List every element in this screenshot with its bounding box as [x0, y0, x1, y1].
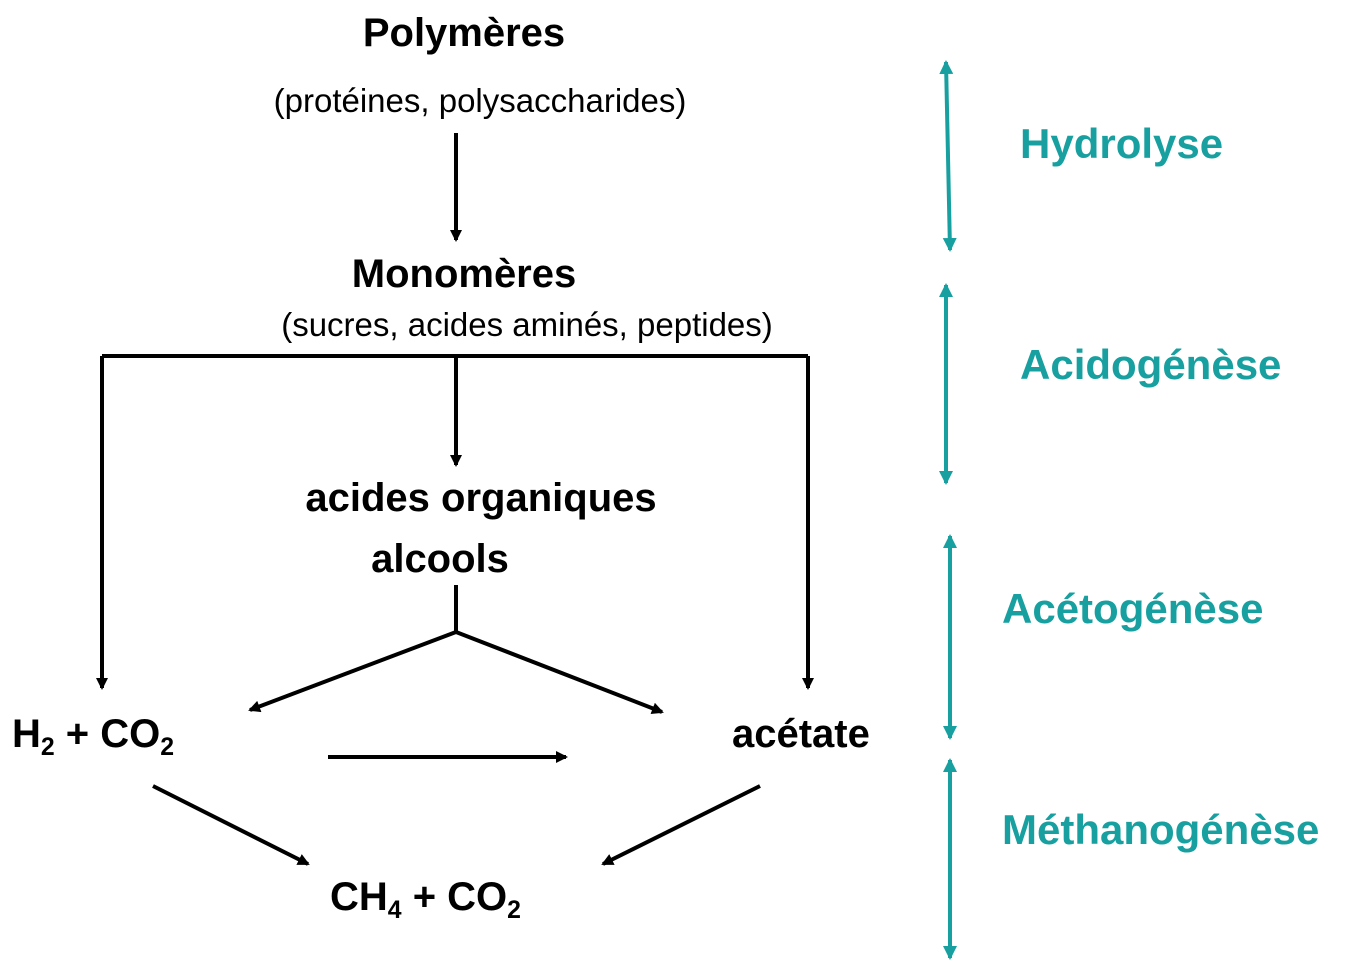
arrow-h2co2-to-ch4co2 [152, 784, 310, 866]
node-alcohols: alcools [371, 537, 509, 581]
phase-label-methanogenese: Méthanogénèse [1002, 806, 1320, 853]
node-monomers-subtitle: (sucres, acides aminés, peptides) [281, 306, 773, 343]
node-polymers-subtitle: (protéines, polysaccharides) [273, 82, 687, 119]
phase-range-arrow-hydrolyse [939, 60, 957, 252]
node-monomers-title: Monomères [351, 252, 577, 296]
arrow-acetate-to-ch4co2 [601, 784, 761, 866]
arrow-organic-to-acetate [455, 630, 664, 714]
node-h2-co2: H2 + CO2 [12, 712, 175, 761]
node-polymers-title: Polymères [362, 11, 566, 55]
arrow-organic-to-h2co2 [248, 630, 457, 713]
phase-label-acidogenese: Acidogénèse [1020, 341, 1282, 388]
phase-label-hydrolyse: Hydrolyse [1020, 120, 1224, 167]
node-organic-acids: acides organiques [305, 476, 657, 520]
node-ch4-co2: CH4 + CO2 [330, 875, 521, 924]
phase-label-acetogenese: Acétogénèse [1002, 585, 1264, 632]
node-acetate: acétate [732, 712, 870, 756]
